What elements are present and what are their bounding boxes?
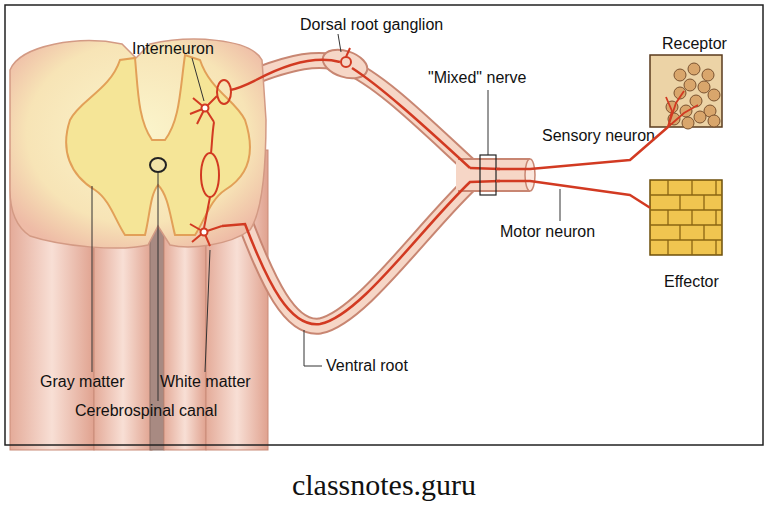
- part-label: White matter: [160, 373, 251, 391]
- node-outline: [650, 55, 722, 127]
- receptor-cell: [698, 81, 710, 93]
- node-outline: [650, 180, 722, 255]
- interneuron-body: [202, 105, 209, 112]
- edge-label: Motor neuron: [500, 223, 595, 241]
- muscle-fiber-line: [667, 180, 668, 195]
- muscle-fiber-line: [667, 210, 668, 225]
- dorsal-root-ganglion: [319, 45, 371, 84]
- muscle-fiber-line: [703, 195, 704, 210]
- muscle-fiber-line: [691, 240, 692, 255]
- muscle-fiber-line: [679, 225, 680, 240]
- muscle-fiber-line: [715, 210, 716, 225]
- central-canal: [150, 158, 166, 172]
- motor-cell: [190, 224, 222, 246]
- muscle-fiber-line: [715, 240, 716, 255]
- leader-line: [304, 330, 322, 366]
- receptor-cell: [682, 117, 694, 129]
- leader-line: [158, 173, 159, 401]
- part-label: Cerebrospinal canal: [75, 402, 217, 420]
- figure-frame: [5, 5, 763, 445]
- nerve-ending: [666, 97, 672, 127]
- receptor-box: Receptor: [650, 55, 722, 127]
- muscle-fiber-line: [650, 194, 722, 195]
- muscle-fiber-line: [691, 180, 692, 195]
- node-label: Effector: [664, 273, 719, 291]
- effector-box: Effector: [650, 180, 722, 255]
- ganglion-cell-stalk: [346, 48, 350, 57]
- muscle-fiber-line: [703, 225, 704, 240]
- mixed-nerve-box: "Mixed" nerve: [480, 155, 496, 195]
- ventral-root-outline: [245, 184, 470, 326]
- muscle-fiber-line: [667, 240, 668, 255]
- edge-label: Sensory neuron: [542, 127, 655, 145]
- node-outline: [480, 155, 496, 195]
- synapse-loop: [201, 153, 219, 197]
- section-box: [480, 155, 496, 195]
- ventral-root: [245, 184, 470, 326]
- receptor-cell: [684, 79, 696, 91]
- receptor-cell: [688, 63, 700, 75]
- node-label: Receptor: [662, 35, 727, 53]
- receptor-cell: [702, 69, 714, 81]
- nerve-ending: [668, 105, 698, 127]
- muscle-fiber-line: [650, 209, 722, 210]
- part-label: Ventral root: [326, 357, 408, 375]
- leader-line: [192, 58, 204, 101]
- leader-line: [205, 250, 210, 372]
- nerve-cut-end: [525, 159, 535, 191]
- motor-neuron: [496, 181, 650, 208]
- motor-fiber: [222, 181, 500, 324]
- interneuron-fiber: [204, 122, 214, 228]
- sensory-neuron: [496, 127, 668, 169]
- receptor-cell: [708, 89, 720, 101]
- receptor-cell: [708, 115, 720, 127]
- motor-cell-body: [201, 229, 208, 236]
- synapse-loop: [217, 80, 231, 104]
- muscle-fiber-line: [691, 210, 692, 225]
- part-label: Interneuron: [132, 40, 214, 58]
- part-label: Dorsal root ganglion: [300, 16, 443, 34]
- cord-cross-section: [10, 39, 266, 248]
- muscle-fiber-line: [679, 195, 680, 210]
- receptor-cell: [694, 111, 706, 123]
- receptor-cell: [674, 69, 686, 81]
- receptor-tissue: [650, 55, 722, 127]
- muscle-fiber-line: [650, 239, 722, 240]
- ganglion-cell: [341, 57, 351, 67]
- muscle-tissue: [650, 180, 722, 255]
- muscle-fiber-line: [715, 180, 716, 195]
- node-label: "Mixed" nerve: [428, 69, 527, 87]
- leader-line: [338, 34, 341, 52]
- leader-line: [488, 90, 489, 155]
- part-label: Gray matter: [40, 373, 124, 391]
- leader-line: [92, 186, 93, 372]
- muscle-fiber-line: [650, 224, 722, 225]
- watermark: classnotes.guru: [292, 468, 476, 502]
- leader-line: [560, 189, 561, 221]
